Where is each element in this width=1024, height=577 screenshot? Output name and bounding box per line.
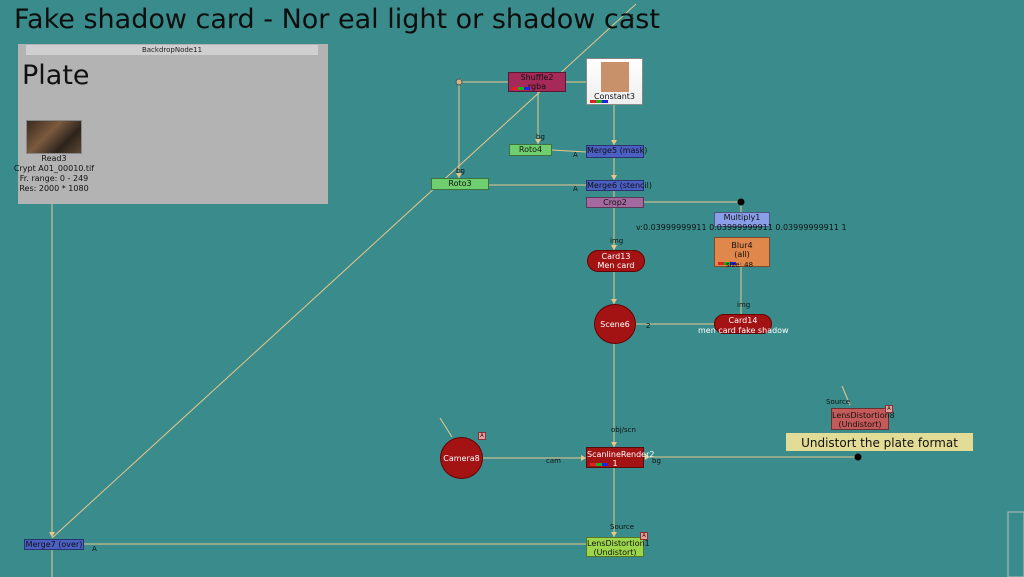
- pin-label-1: 1: [630, 13, 635, 21]
- merge5-node-name: Merge5 (mask): [587, 146, 648, 155]
- read-node-name: Read3: [41, 154, 67, 163]
- blur-node[interactable]: Blur4 (all): [714, 237, 770, 267]
- scanline-render-node[interactable]: ScanlineRender2 1: [586, 447, 655, 468]
- pin-label-img: img: [610, 237, 624, 245]
- pin-label-2: 2: [646, 322, 651, 330]
- card14-node[interactable]: Card14: [714, 314, 772, 334]
- pin-label-bg: bg: [536, 133, 545, 141]
- multiply-value: v:0.03999999911 0.03999999911 0.03999999…: [636, 223, 847, 232]
- roto3-node[interactable]: Roto3: [431, 178, 489, 190]
- multiply-node[interactable]: Multiply1: [714, 212, 770, 227]
- backdrop-label: Plate: [22, 60, 90, 91]
- pin-label-img: img: [737, 301, 751, 309]
- camera-node-name: Camera8: [443, 454, 480, 463]
- scene-node-name: Scene6: [600, 320, 630, 329]
- constant-node[interactable]: Constant3: [586, 58, 643, 105]
- alert-badge-icon: A: [885, 405, 893, 413]
- alert-badge-icon: A: [640, 532, 648, 540]
- pin-label-bg: bg: [652, 457, 661, 465]
- camera-node[interactable]: Camera8: [440, 437, 483, 479]
- lens-distortion8-node[interactable]: LensDistortion8 (Undistort): [831, 408, 895, 430]
- crop-node-name: Crop2: [603, 198, 627, 207]
- pin-label-cam: cam: [546, 457, 561, 465]
- channel-chips: [590, 463, 608, 466]
- lens-distortion1-sub: (Undistort): [593, 548, 637, 557]
- channel-chips: [512, 87, 530, 90]
- pin-label-a: A: [92, 545, 97, 553]
- sticky-title: Fake shadow card - Nor eal light or shad…: [14, 4, 660, 35]
- crop-node[interactable]: Crop2: [586, 197, 644, 208]
- backdrop-name: BackdropNode11: [26, 45, 318, 55]
- card13-node-label: Men card: [597, 261, 635, 270]
- roto4-node[interactable]: Roto4: [509, 144, 552, 156]
- shuffle-node-name: Shuffle2: [520, 73, 554, 82]
- blur-node-sub: (all): [734, 250, 750, 259]
- card13-node[interactable]: Card13 Men card: [587, 250, 645, 272]
- lens-distortion8-name: LensDistortion8: [832, 411, 895, 420]
- alert-badge-icon: A: [478, 432, 486, 440]
- constant-swatch: [601, 62, 629, 92]
- blur-node-name: Blur4: [731, 241, 753, 250]
- pin-label-a: A: [573, 185, 578, 193]
- merge7-node-name: Merge7 (over): [25, 540, 83, 549]
- multiply-node-name: Multiply1: [723, 213, 761, 222]
- pin-label-a: A: [573, 151, 578, 159]
- merge6-node-name: Merge6 (stencil): [587, 181, 652, 190]
- merge7-node[interactable]: Merge7 (over): [24, 539, 84, 550]
- card14-node-name: Card14: [728, 316, 758, 325]
- pin-label-objscn: obj/scn: [611, 426, 636, 434]
- pin-label-bg: bg: [456, 167, 465, 175]
- lens-distortion8-sub: (Undistort): [838, 420, 882, 429]
- roto3-node-name: Roto3: [448, 179, 472, 188]
- merge5-node[interactable]: Merge5 (mask): [586, 145, 648, 158]
- channel-chips: [590, 100, 608, 103]
- read-node-range: Fr. range: 0 - 249: [19, 174, 89, 183]
- blur-size: size: 48: [726, 261, 754, 269]
- merge6-node[interactable]: Merge6 (stencil): [586, 180, 652, 191]
- scanline-render-name: ScanlineRender2: [587, 450, 655, 459]
- channel-chips: [718, 262, 736, 265]
- shuffle-node[interactable]: Shuffle2 rgba: [508, 72, 566, 92]
- scanline-render-sub: 1: [612, 459, 618, 468]
- scene-node[interactable]: Scene6: [594, 304, 636, 344]
- read-node-res: Res: 2000 * 1080: [19, 184, 89, 193]
- card14-node-label: men card fake shadow: [698, 326, 789, 335]
- sticky-note[interactable]: Undistort the plate format: [786, 433, 973, 451]
- read-node-info: Read3 Crypt A01_00010.tif Fr. range: 0 -…: [10, 154, 98, 194]
- shuffle-node-sub: rgba: [527, 82, 547, 91]
- pin-label-source: Source: [610, 523, 635, 531]
- read-node-file: Crypt A01_00010.tif: [13, 164, 95, 173]
- card13-node-name: Card13: [601, 252, 631, 261]
- lens-distortion1-name: LensDistortion1: [587, 539, 650, 548]
- read-node-thumbnail[interactable]: [26, 120, 82, 154]
- lens-distortion1-node[interactable]: LensDistortion1 (Undistort): [586, 537, 650, 557]
- roto4-node-name: Roto4: [518, 145, 543, 154]
- constant-node-name: Constant3: [593, 92, 636, 101]
- pin-label-source: Source: [826, 398, 851, 406]
